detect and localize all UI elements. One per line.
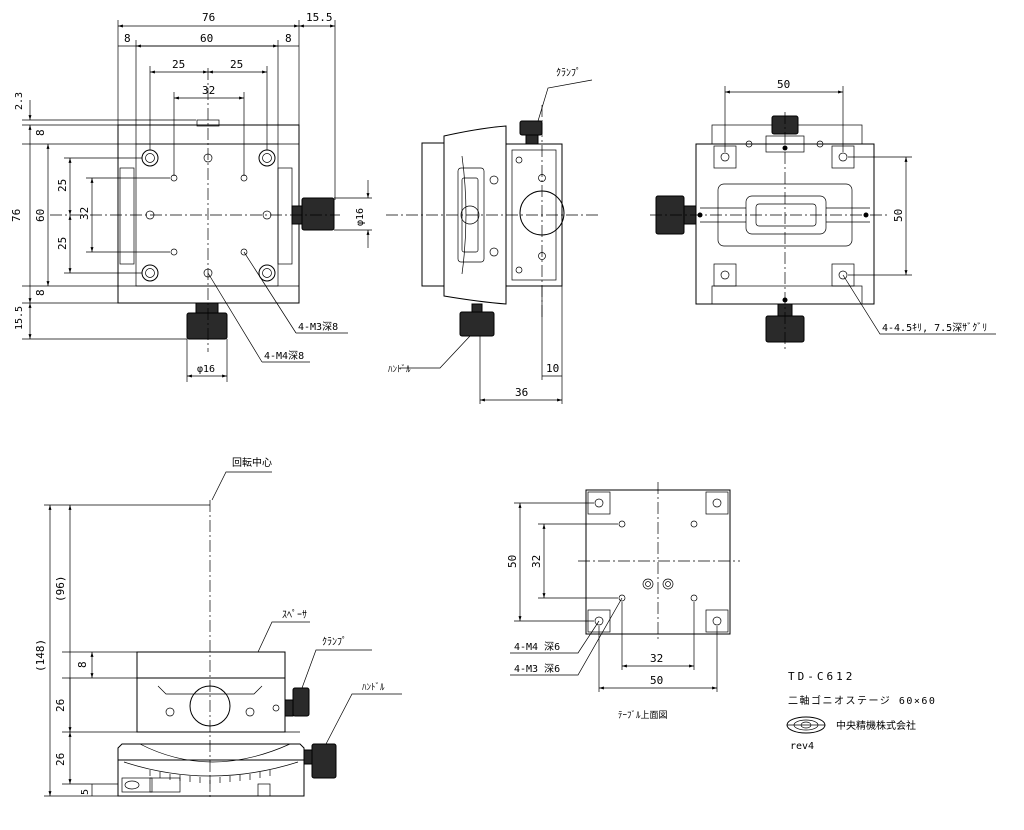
callout-front-clamp: ｸﾗﾝﾌﾟ <box>322 636 347 648</box>
dim-top-8-left: 8 <box>124 32 131 45</box>
title-block: TD-C612 二軸ゴニオステージ 60×60 中央精機株式会社 rev4 <box>786 670 936 752</box>
dim-top-60: 60 <box>200 32 213 45</box>
callout-bottom-holes: 4-4.5ｷﾘ, 7.5深ｻﾞｸﾞﾘ <box>882 322 987 334</box>
dim-top-25-lower: 25 <box>56 237 69 250</box>
dim-top-15-5: 15.5 <box>306 11 333 24</box>
dim-top-phi16-bottom: φ16 <box>197 364 215 375</box>
product-name: 二軸ゴニオステージ 60×60 <box>788 694 936 707</box>
dim-top-25-right: 25 <box>230 58 243 71</box>
dim-top-32-vert: 32 <box>78 207 91 220</box>
dim-table-32-vert: 32 <box>530 555 543 568</box>
dim-side-36: 36 <box>515 386 528 399</box>
dim-side-10: 10 <box>546 362 559 375</box>
dim-front-8: 8 <box>76 661 89 668</box>
callout-m3-depth8: 4-M3深8 <box>298 321 338 333</box>
dim-top-32: 32 <box>202 84 215 97</box>
bottom-view: 50 50 4-4.5ｷﾘ, 7.5深ｻﾞｸﾞﾘ <box>650 78 996 350</box>
table-top-caption: ﾃｰﾌﾞﾙ上面図 <box>618 710 668 721</box>
revision: rev4 <box>790 741 814 752</box>
table-top-view: 50 32 32 50 4-M4 深6 4-M3 深6 ﾃｰﾌﾞﾙ上面図 <box>506 482 740 721</box>
dim-top-25-left: 25 <box>172 58 185 71</box>
scale-ticks <box>149 770 271 784</box>
dim-table-50-horiz: 50 <box>650 674 663 687</box>
dim-front-26-lower: 26 <box>54 753 67 766</box>
company-logo-icon <box>786 716 826 734</box>
dim-top-76: 76 <box>202 11 215 24</box>
dim-top-8-right: 8 <box>285 32 292 45</box>
dim-front-5: 5 <box>80 789 91 795</box>
callout-spacer: ｽﾍﾟｰｻ <box>282 609 307 621</box>
model-number: TD-C612 <box>788 670 855 683</box>
top-view: 76 15.5 8 60 8 25 25 32 2.3 76 15.5 <box>10 11 372 382</box>
dim-top-2-3: 2.3 <box>14 92 25 110</box>
dim-top-8-lower: 8 <box>34 289 47 296</box>
top-view-holes <box>141 149 276 282</box>
dim-table-32-horiz: 32 <box>650 652 663 665</box>
dim-front-148: (148) <box>34 639 47 672</box>
callout-table-m4: 4-M4 深6 <box>514 641 560 653</box>
callout-side-clamp: ｸﾗﾝﾌﾟ <box>556 67 581 79</box>
dim-top-76-vert: 76 <box>10 209 23 222</box>
dim-top-15-5-vert: 15.5 <box>14 306 25 330</box>
callout-front-handle: ﾊﾝﾄﾞﾙ <box>362 682 385 693</box>
dim-front-26-upper: 26 <box>54 699 67 712</box>
dim-top-25-upper: 25 <box>56 179 69 192</box>
callout-rotation-center: 回転中心 <box>232 456 272 469</box>
front-view: 回転中心 <box>34 456 402 800</box>
dim-top-phi16-right: φ16 <box>355 208 366 226</box>
side-view: 36 10 ｸﾗﾝﾌﾟ ﾊﾝﾄﾞﾙ <box>386 67 600 404</box>
dim-top-60-vert: 60 <box>34 209 47 222</box>
dim-table-50-vert: 50 <box>506 555 519 568</box>
dim-front-96: (96) <box>54 576 67 603</box>
callout-side-handle: ﾊﾝﾄﾞﾙ <box>388 364 411 375</box>
dim-bottom-50-vert: 50 <box>892 209 905 222</box>
callout-table-m3: 4-M3 深6 <box>514 663 560 675</box>
company-name: 中央精機株式会社 <box>836 719 916 732</box>
dim-bottom-50-horiz: 50 <box>777 78 790 91</box>
dim-top-8-upper: 8 <box>34 129 47 136</box>
callout-m4-depth8: 4-M4深8 <box>264 350 304 362</box>
